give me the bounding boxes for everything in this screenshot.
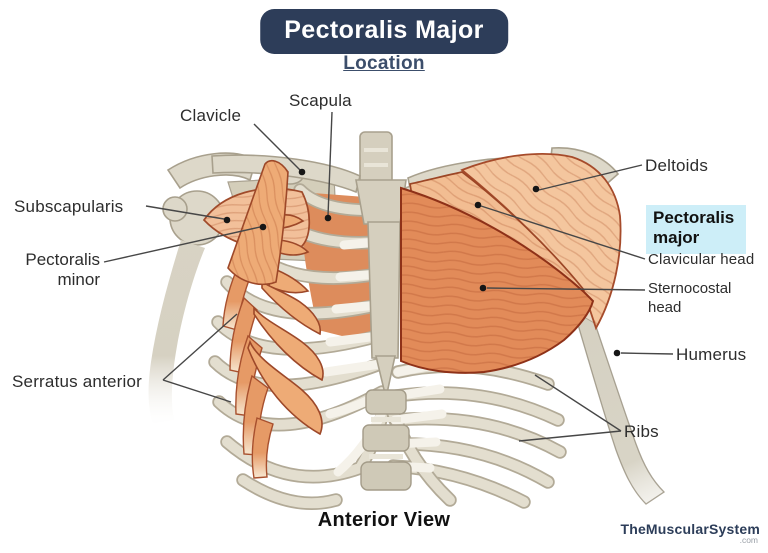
label-scapula: Scapula: [289, 91, 352, 110]
spine-upper: [359, 131, 393, 185]
label-sternocostal-head: Sternocostal head: [648, 280, 732, 316]
leader-lines: [103, 111, 674, 442]
label-clavicle: Clavicle: [180, 106, 242, 125]
sternum-bone: [355, 179, 407, 399]
label-ribs: Ribs: [624, 422, 659, 441]
label-pectoralis-major-highlight: Pectoralis major: [646, 205, 746, 254]
pectoralis-minor-muscle: [227, 159, 324, 436]
page-title: Pectoralis Major: [260, 9, 508, 54]
right-muscles: [400, 153, 622, 374]
site-watermark: TheMuscularSystem .com: [620, 521, 760, 545]
label-serratus-anterior: Serratus anterior: [12, 372, 143, 391]
watermark-text: TheMuscularSystem: [620, 521, 760, 537]
spine-lower: [360, 389, 412, 491]
label-deltoids: Deltoids: [645, 156, 709, 175]
label-clavicular-head: Clavicular head: [648, 251, 755, 268]
watermark-domain: .com: [739, 535, 758, 545]
location-link[interactable]: Location: [343, 53, 425, 74]
left-humerus-shaft: [148, 240, 205, 424]
label-subscapularis: Subscapularis: [14, 197, 124, 216]
label-pectoralis-minor: Pectoralis minor: [25, 250, 100, 290]
label-humerus: Humerus: [676, 345, 747, 364]
view-caption: Anterior View: [317, 509, 451, 531]
